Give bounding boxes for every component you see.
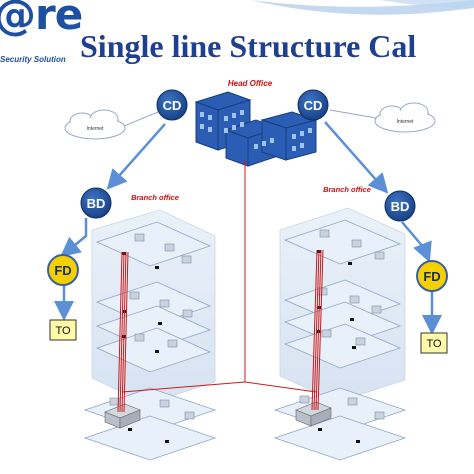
- company-logo: @re Security Solution: [0, 0, 83, 72]
- header-wave: [250, 0, 474, 15]
- logo-subtitle: Security Solution: [0, 55, 66, 64]
- cd-label-left: CD: [163, 98, 182, 113]
- fd-label-left: FD: [54, 263, 71, 278]
- floor-plates-right: [283, 219, 402, 369]
- ground-floor-left: [83, 387, 217, 461]
- cd-node-left: CD: [156, 89, 188, 121]
- arrow-bd-fd-right: [401, 221, 432, 263]
- cd-label-right: CD: [304, 98, 323, 113]
- branch-building-right: [279, 207, 406, 403]
- internet-label-right: Internet: [397, 119, 415, 125]
- head-office-label: Head Office: [228, 79, 273, 88]
- to-node-right: TO: [420, 332, 448, 354]
- fd-node-right: FD: [416, 260, 448, 292]
- logo-text: @re: [0, 0, 83, 39]
- internet-cloud-right-icon: Internet: [374, 102, 436, 133]
- page-title: Single line Structure Cal: [80, 28, 417, 64]
- head-office-building-icon: [194, 91, 318, 167]
- branch-office-label-right: Branch office: [323, 185, 371, 194]
- to-node-left: TO: [49, 319, 77, 341]
- riser-cables: [117, 160, 324, 413]
- arrow-bd-fd-left: [60, 218, 88, 258]
- cd-node-right: CD: [297, 89, 329, 121]
- internet-cloud-left-icon: Internet: [64, 109, 126, 140]
- arrow-cd-bd-right: [324, 121, 389, 194]
- to-label-right: TO: [426, 338, 442, 350]
- branch-office-label-left: Branch office: [131, 193, 179, 202]
- workstation-icons: [109, 229, 385, 420]
- bd-label-right: BD: [391, 199, 410, 214]
- bd-label-left: BD: [87, 196, 106, 211]
- branch-building-left: [91, 209, 216, 405]
- arrow-cd-bd-left: [106, 123, 166, 190]
- to-label-left: TO: [55, 325, 71, 337]
- floor-switch-right-icon: [295, 401, 332, 427]
- internet-label-left: Internet: [87, 126, 105, 132]
- fd-label-right: FD: [423, 269, 440, 284]
- fd-node-left: FD: [47, 254, 79, 286]
- ground-floor-right: [273, 387, 407, 461]
- floor-plates-left: [95, 221, 212, 373]
- bd-node-right: BD: [384, 190, 416, 222]
- bd-node-left: BD: [80, 187, 112, 219]
